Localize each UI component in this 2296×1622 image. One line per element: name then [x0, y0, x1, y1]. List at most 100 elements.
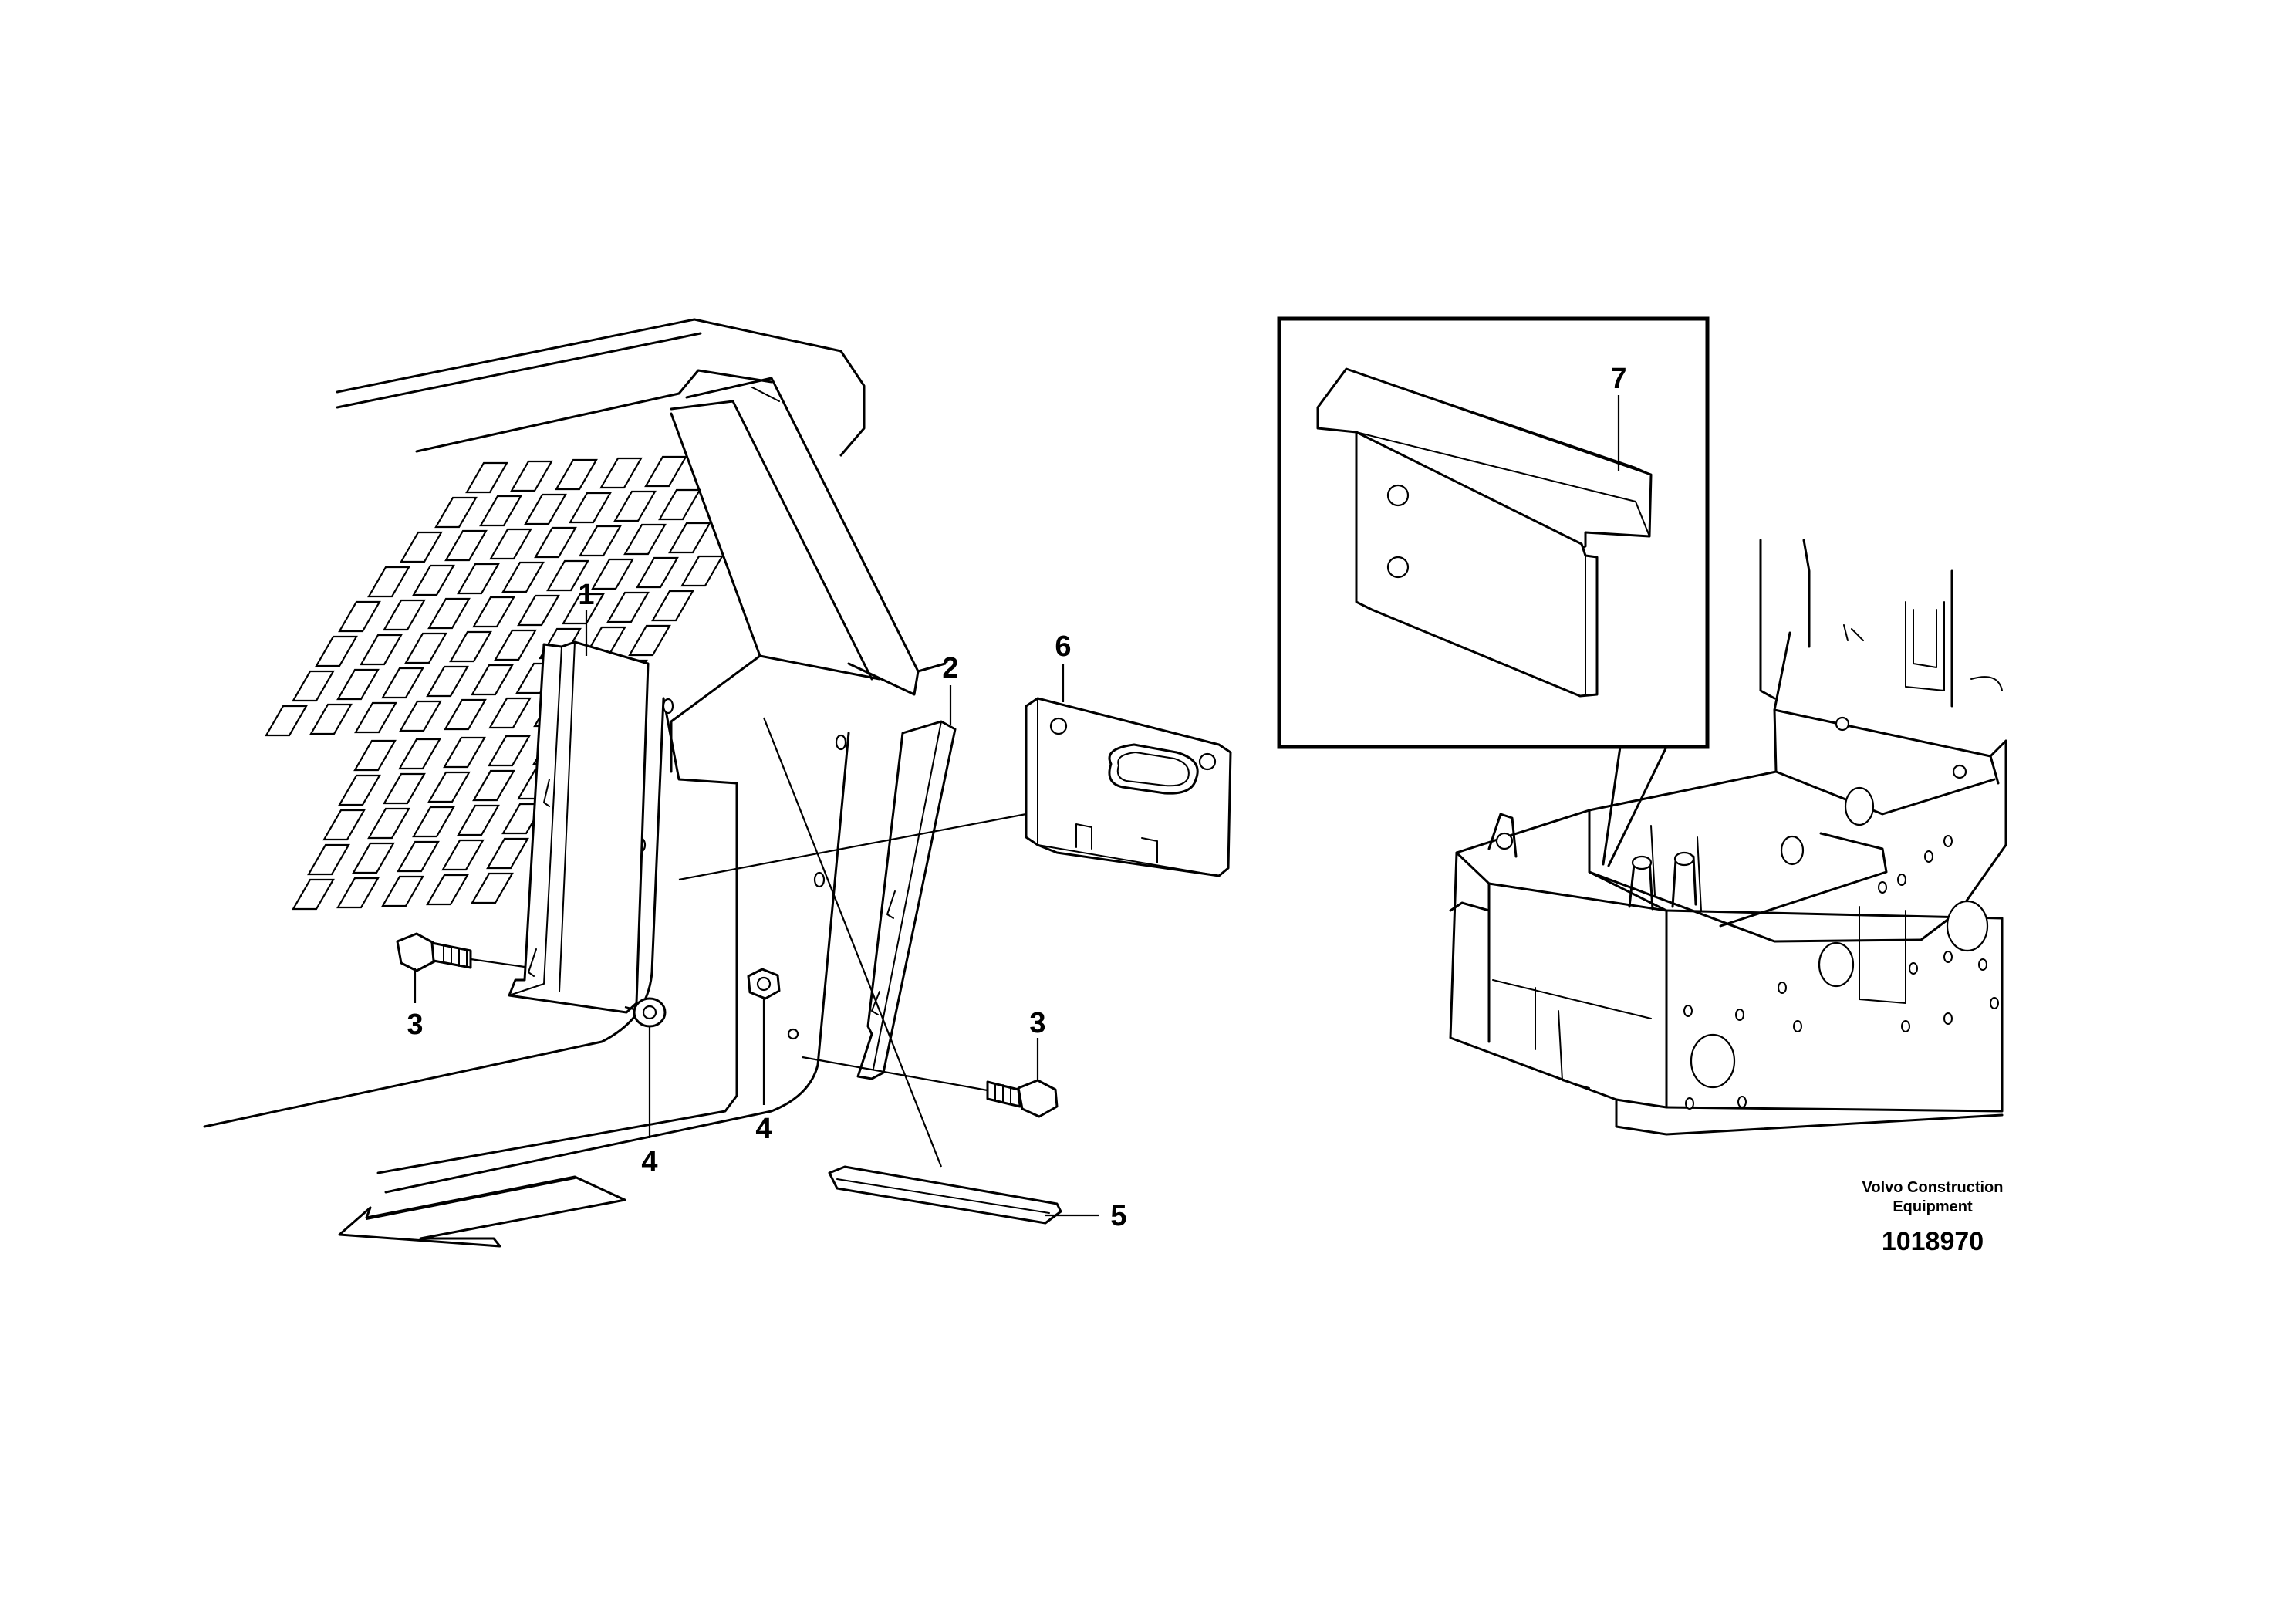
grille-louver [524, 493, 567, 525]
grille-louver [534, 526, 577, 559]
grille-louver [315, 635, 358, 667]
callout-3-left: 3 [407, 1009, 423, 1041]
mount-hole [835, 734, 847, 751]
grille-louver [426, 874, 469, 906]
mount-hole [813, 871, 826, 888]
grille-louver [441, 839, 485, 871]
grille-louver [658, 488, 701, 521]
grille-louver [383, 772, 426, 805]
brand-line-1: Volvo Construction [1862, 1179, 2004, 1196]
grille-louver [307, 843, 350, 876]
grille-louver [292, 878, 335, 911]
grille-louver [398, 738, 441, 770]
grille-louver [449, 630, 492, 663]
grille-louver [367, 807, 410, 840]
grille-louver [412, 564, 455, 596]
grille-louver [426, 665, 469, 698]
title-block: Volvo Construction Equipment 1018970 [1862, 1179, 2004, 1256]
frame-bolt-hole [1793, 1020, 1802, 1032]
grille-louver [494, 629, 537, 661]
part-7-bracket [1316, 367, 1653, 698]
frame-bolt-hole [1909, 962, 1918, 975]
grille-louver [292, 670, 335, 702]
grille-louver [443, 736, 486, 769]
grille-louver [555, 458, 598, 491]
grille-louver [489, 528, 532, 560]
grille-louver [412, 806, 455, 838]
frame-bolt-hole [1683, 1005, 1693, 1017]
part-2-seal-strip [856, 720, 957, 1080]
callout-3-right: 3 [1029, 1007, 1045, 1039]
grille-louver [591, 558, 634, 590]
detail-inset-box [1277, 316, 1710, 867]
grille-louver [367, 566, 410, 598]
grille-louver [471, 664, 514, 696]
grille-louver [501, 561, 545, 593]
grille-louver [668, 522, 711, 554]
frame-bolt-hole [1778, 982, 1787, 994]
grille-louver [338, 600, 381, 633]
grille-louver [486, 837, 529, 870]
grille-louver [636, 556, 679, 589]
grille-louver [354, 701, 397, 734]
grille-louver [353, 739, 397, 772]
grille-louver [399, 700, 442, 732]
grille-louver [444, 529, 488, 562]
frame-bolt-hole [1978, 958, 1987, 971]
grille-louver [488, 697, 532, 729]
frame-bolt-hole [1737, 1096, 1747, 1108]
rear-grille [265, 455, 724, 911]
part-6-grommet-plate [1025, 697, 1232, 877]
grille-louver [338, 774, 381, 806]
grille-louver [599, 457, 643, 489]
grille-louver [569, 492, 612, 524]
grille-louver [472, 596, 515, 628]
grille-louver [479, 495, 522, 527]
frame-bolt-hole [1943, 835, 1953, 847]
grille-louver [352, 842, 395, 874]
frame-bolt-hole [1924, 850, 1933, 863]
grille-louver [434, 496, 478, 529]
grille-louver [517, 594, 560, 627]
grille-louver [322, 809, 366, 841]
grille-louver [383, 599, 426, 631]
part-4-nut-right [747, 968, 781, 1000]
grille-louver [546, 559, 589, 592]
frame-bolt-holes [1683, 835, 1999, 1110]
part-4-nut-left [624, 997, 667, 1028]
frame-bolt-hole [1943, 1012, 1953, 1025]
document-number: 1018970 [1882, 1227, 1984, 1256]
part-3-bolt-left [396, 932, 525, 972]
grille-louver [651, 590, 694, 622]
frame-bolt-hole [1878, 881, 1887, 894]
grille-louver [265, 705, 308, 737]
grille-louver [336, 877, 380, 909]
grille-louver [644, 455, 687, 488]
grille-louver [381, 875, 424, 907]
mount-hole [787, 1028, 799, 1040]
grille-louver [336, 668, 380, 701]
grille-louver [381, 667, 424, 699]
mount-hole [662, 698, 674, 715]
frame-bolt-hole [1685, 1097, 1694, 1110]
callout-1: 1 [578, 579, 594, 611]
grille-louver [579, 525, 622, 557]
callout-2: 2 [942, 652, 958, 684]
callout-4-left: 4 [641, 1146, 657, 1178]
grille-louver [562, 593, 605, 625]
chassis-frame-view [1449, 539, 2007, 1136]
callout-labels: 1 2 3 3 4 4 5 6 7 [407, 363, 1626, 1232]
grille-louver [465, 461, 508, 494]
frame-bolt-hole [1735, 1009, 1744, 1021]
grille-louver [427, 771, 471, 803]
grille-louver [606, 591, 650, 623]
direction-arrow [338, 1175, 626, 1248]
grille-louver [472, 769, 515, 802]
grille-louver [444, 698, 487, 731]
grille-louver [680, 555, 724, 587]
grille-louver [404, 632, 447, 664]
grille-louver [309, 703, 353, 735]
grille-louver [457, 804, 500, 836]
grille-louver [397, 840, 440, 873]
